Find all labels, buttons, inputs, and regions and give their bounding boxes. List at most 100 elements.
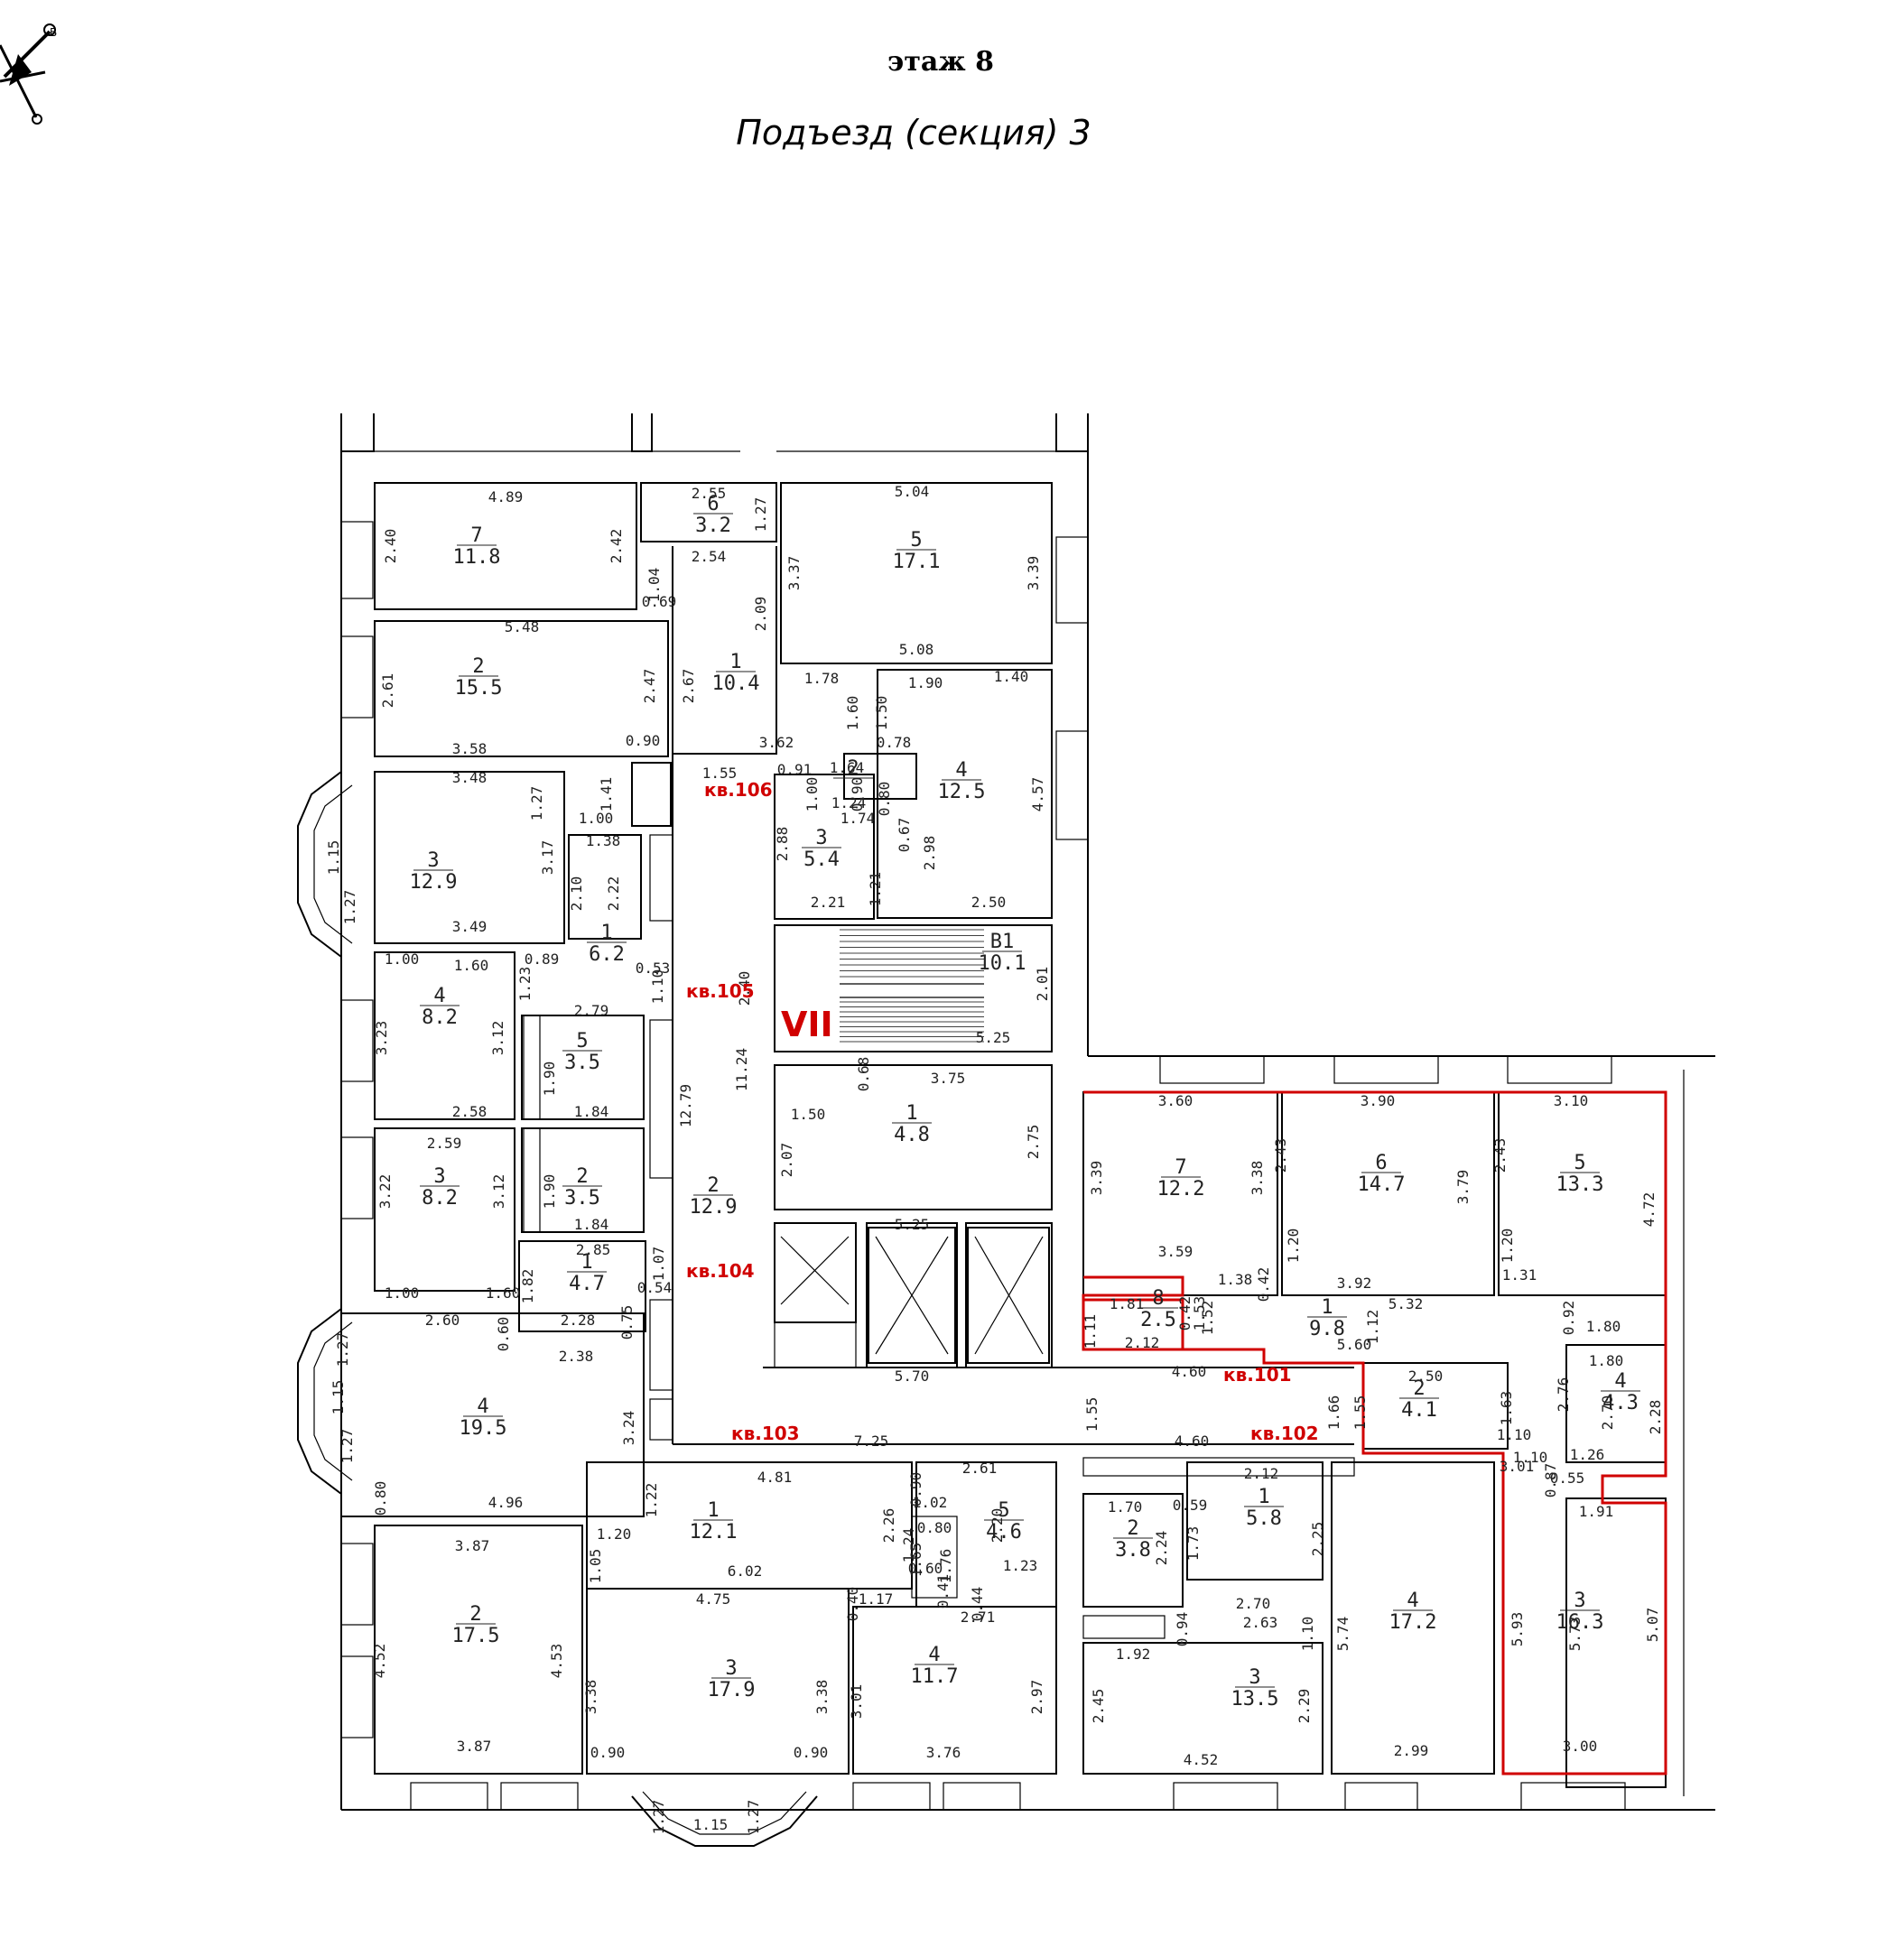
room-number: 3 <box>427 849 439 872</box>
dimension-label: 3.22 <box>376 1174 394 1210</box>
room-label: 110.4 <box>712 651 760 695</box>
dimension-label: 2.38 <box>559 1348 594 1365</box>
room-area: 10.1 <box>979 952 1026 975</box>
room-number: 3 <box>725 1657 737 1680</box>
dimension-label: 3.60 <box>1158 1092 1193 1109</box>
dimension-label: 3.58 <box>452 740 488 757</box>
dimension-label: 2.70 <box>1236 1595 1271 1612</box>
dimension-label: 3.90 <box>1361 1092 1396 1109</box>
apartment-101-outline <box>1082 1090 1667 1775</box>
dimension-label: 0.80 <box>876 782 893 817</box>
dimension-label: 2.99 <box>1394 1742 1429 1759</box>
room-label: 212.9 <box>690 1174 738 1219</box>
dimension-label: 2.09 <box>752 597 769 632</box>
room-area: 4.7 <box>569 1273 605 1295</box>
room-label: 711.8 <box>453 524 501 569</box>
dimension-label: 3.39 <box>1088 1161 1105 1196</box>
dimension-label: 1.04 <box>646 568 663 603</box>
dimension-label: 1.27 <box>339 1429 356 1464</box>
dimension-label: 4.52 <box>371 1644 388 1679</box>
room-area: 12.9 <box>410 871 458 894</box>
room-area: 12.5 <box>938 781 986 803</box>
dimension-label: 3.92 <box>1337 1275 1372 1292</box>
dimension-label: 3.01 <box>848 1684 865 1720</box>
dimension-label: 2.42 <box>608 529 625 564</box>
room-label: 517.1 <box>893 529 941 573</box>
dimension-label: 1.10 <box>1513 1449 1548 1466</box>
dimension-label: 2.67 <box>680 669 697 704</box>
dimension-label: 2.12 <box>1244 1465 1279 1482</box>
dimension-label: 1.74 <box>841 810 876 827</box>
dimension-label: 1.00 <box>385 1284 420 1302</box>
dimension-label: 1.63 <box>1498 1391 1515 1426</box>
dimension-label: 1.15 <box>325 840 342 876</box>
room-label: 53.5 <box>562 1030 602 1074</box>
room-label: 38.2 <box>420 1165 460 1210</box>
windows-left <box>340 521 1089 1738</box>
dimension-label: 0.90 <box>626 732 661 749</box>
room-area: 11.7 <box>911 1665 959 1688</box>
dimension-label: 6.02 <box>728 1562 763 1580</box>
dimension-label: 2.07 <box>778 1143 795 1178</box>
dimension-label: 0.55 <box>1550 1470 1585 1487</box>
dimension-label: 3.17 <box>539 840 556 876</box>
dimension-label: 0.90 <box>907 1472 924 1507</box>
room-label: 614.7 <box>1358 1152 1406 1196</box>
dimension-label: 1.22 <box>643 1483 660 1518</box>
room-area: 5.8 <box>1246 1507 1282 1530</box>
compass-rose-icon: В <box>0 23 57 125</box>
dimension-label: 11.24 <box>733 1048 750 1091</box>
room-area: 12.1 <box>690 1521 738 1544</box>
apartment-label: кв.104 <box>686 1260 755 1282</box>
apartment-label: кв.105 <box>686 980 755 1002</box>
dimension-label: 1.15 <box>330 1380 347 1415</box>
room-number: 1 <box>580 1251 592 1274</box>
dimension-label: 5.48 <box>505 618 540 635</box>
room-number: 1 <box>707 1499 719 1522</box>
dimension-label: 4.53 <box>548 1644 565 1679</box>
floor-title: этаж 8 <box>887 46 994 78</box>
room-area: 3.8 <box>1115 1539 1151 1562</box>
dimension-label: 1.92 <box>1116 1646 1151 1663</box>
dimension-label: 1.21 <box>867 872 884 907</box>
dimension-label: 0.92 <box>1560 1301 1577 1336</box>
room-area: 3.5 <box>564 1052 600 1074</box>
dimension-label: 2.43 <box>1272 1138 1289 1173</box>
dimension-label: 1.07 <box>650 1247 667 1282</box>
room-number: 5 <box>1574 1152 1585 1174</box>
room-label: 217.5 <box>452 1603 500 1647</box>
dimension-label: 2.55 <box>692 485 727 502</box>
dimension-label: 2.28 <box>561 1312 596 1329</box>
dimension-label: 2.43 <box>1491 1138 1509 1173</box>
dimension-label: 0.40 <box>844 1587 861 1622</box>
dimension-label: 0.42 <box>1176 1296 1193 1331</box>
dimension-label: 0.44 <box>969 1587 986 1622</box>
room-label: 19.8 <box>1307 1296 1347 1340</box>
dimension-label: 5.70 <box>895 1368 930 1385</box>
dimension-label: 1.15 <box>693 1816 729 1833</box>
dimension-label: 2.98 <box>921 836 938 871</box>
dimension-label: 4.52 <box>1184 1751 1219 1768</box>
dimension-label: 3.76 <box>926 1744 961 1761</box>
room-number: 7 <box>1175 1156 1186 1179</box>
dimension-label: 1.27 <box>752 497 769 533</box>
dimension-label: 3.37 <box>785 556 803 591</box>
room-number: 2 <box>472 655 484 678</box>
dimension-label: 5.60 <box>1337 1336 1372 1353</box>
dimension-label: 3.59 <box>1158 1243 1193 1260</box>
dimension-label: 1.38 <box>1218 1271 1253 1288</box>
dimension-label: 2.97 <box>1028 1680 1045 1715</box>
dimension-label: 1.53 <box>1191 1296 1208 1331</box>
room-area: 17.9 <box>708 1679 756 1701</box>
dimension-label: 0.94 <box>1174 1612 1191 1647</box>
room-labels: 711.863.2517.1215.5110.4412.5312.916.235… <box>410 493 1640 1711</box>
dimension-label: 2.20 <box>989 1508 1006 1544</box>
dimension-label: 1.38 <box>586 832 621 849</box>
room-label: 15.8 <box>1244 1486 1284 1530</box>
dimension-label: 3.12 <box>490 1174 507 1210</box>
room-label: 24.1 <box>1399 1377 1439 1422</box>
dimension-label: 1.84 <box>574 1216 609 1233</box>
dimension-label: 1.11 <box>1082 1314 1099 1349</box>
dimension-label: 3.87 <box>457 1738 492 1755</box>
dimension-label: 3.48 <box>452 769 488 786</box>
